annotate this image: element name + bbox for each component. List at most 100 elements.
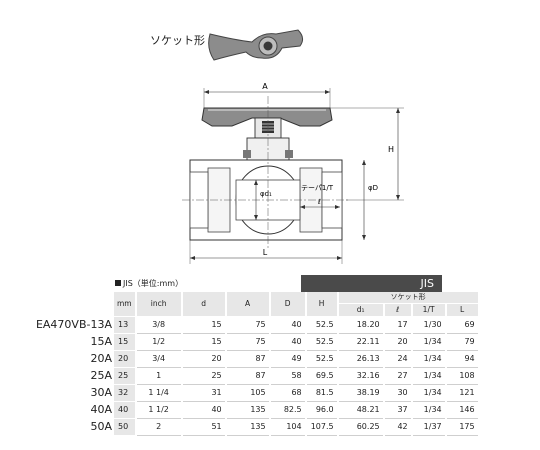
cell-h: 107.5 xyxy=(304,418,338,436)
table-header-row-2: d₁ ℓ 1/T L xyxy=(0,303,478,317)
cell-a: 135 xyxy=(224,418,270,436)
col-inch: inch xyxy=(134,292,182,317)
dimension-l: L xyxy=(189,240,343,264)
spec-table-area: JIS（単位:mm） JIS mm inch d A D H ソケット形 d₁ … xyxy=(0,272,540,450)
cell-d: 51 xyxy=(180,418,226,436)
cell-inch: 2 xyxy=(134,418,182,436)
cell-ell: 17 xyxy=(382,316,412,334)
cell-d: 31 xyxy=(180,384,226,402)
cell-t: 1/34 xyxy=(410,350,446,368)
cell-model: EA470VB-13A xyxy=(35,318,112,331)
cell-t: 1/34 xyxy=(410,333,446,351)
cell-t: 1/34 xyxy=(410,401,446,419)
cell-l: 108 xyxy=(444,367,478,385)
cell-d: 15 xyxy=(180,316,226,334)
cell-d: 20 xyxy=(180,350,226,368)
cell-a: 87 xyxy=(224,350,270,368)
cell-model: 20A xyxy=(90,352,112,365)
cell-h: 52.5 xyxy=(304,350,338,368)
cell-d1: 48.21 xyxy=(336,401,384,419)
label-d1: φd₁ xyxy=(260,190,272,198)
cell-h: 81.5 xyxy=(304,384,338,402)
col-h: H xyxy=(304,292,338,317)
cell-a: 75 xyxy=(224,333,270,351)
col-taper: 1/T xyxy=(410,303,446,317)
cell-t: 1/34 xyxy=(410,367,446,385)
cell-a: 87 xyxy=(224,367,270,385)
cell-d: 40 xyxy=(268,316,306,334)
cell-d1: 26.13 xyxy=(336,350,384,368)
col-ell: ℓ xyxy=(382,303,412,317)
cell-h: 52.5 xyxy=(304,316,338,334)
cell-model: 40A xyxy=(90,403,112,416)
cell-mm: 13 xyxy=(114,316,136,334)
cell-d: 40 xyxy=(180,401,226,419)
cell-d: 15 xyxy=(180,333,226,351)
dimension-a: A xyxy=(203,82,331,108)
valve-drawing: A φd₁ テーパ1/T ℓ φD xyxy=(182,29,404,264)
cell-mm: 32 xyxy=(114,384,136,402)
col-group-socket: ソケット形 xyxy=(336,292,478,304)
cell-model: 25A xyxy=(90,369,112,382)
label-ell: ℓ xyxy=(317,198,321,206)
cell-model: 50A xyxy=(90,420,112,433)
cell-d1: 32.16 xyxy=(336,367,384,385)
cell-mm: 15 xyxy=(114,333,136,351)
cell-ell: 24 xyxy=(382,350,412,368)
caption-jis: JIS xyxy=(123,279,133,288)
table-header-row-1: mm inch d A D H ソケット形 xyxy=(0,292,478,317)
cell-d: 104 xyxy=(268,418,306,436)
cell-l: 94 xyxy=(444,350,478,368)
col-mm: mm xyxy=(114,292,136,317)
col-a: A xyxy=(224,292,270,317)
unit-caption: JIS（単位:mm） xyxy=(115,278,183,289)
cell-t: 1/37 xyxy=(410,418,446,436)
cell-inch: 1 1/4 xyxy=(134,384,182,402)
cell-inch: 3/8 xyxy=(134,316,182,334)
cell-ell: 20 xyxy=(382,333,412,351)
cell-l: 121 xyxy=(444,384,478,402)
cell-d: 40 xyxy=(268,333,306,351)
cell-mm: 25 xyxy=(114,367,136,385)
cell-t: 1/34 xyxy=(410,384,446,402)
jis-header: JIS xyxy=(301,275,442,292)
cell-a: 135 xyxy=(224,401,270,419)
cell-ell: 42 xyxy=(382,418,412,436)
cell-inch: 1 xyxy=(134,367,182,385)
cell-h: 52.5 xyxy=(304,333,338,351)
label-phi-d: φD xyxy=(368,184,378,192)
socket-type-title: ソケット形 xyxy=(150,34,205,47)
cell-d1: 60.25 xyxy=(336,418,384,436)
cell-d1: 22.11 xyxy=(336,333,384,351)
label-a: A xyxy=(262,82,268,91)
label-h: H xyxy=(388,145,394,154)
cell-d: 68 xyxy=(268,384,306,402)
square-bullet-icon xyxy=(115,280,121,286)
caption-unit: （単位:mm） xyxy=(132,279,184,288)
col-d1: d₁ xyxy=(336,303,384,317)
cell-ell: 37 xyxy=(382,401,412,419)
label-l: L xyxy=(263,248,268,257)
cell-d: 58 xyxy=(268,367,306,385)
label-taper: テーパ1/T xyxy=(301,184,334,192)
valve-body: φd₁ テーパ1/T ℓ φD xyxy=(182,96,378,248)
cell-a: 105 xyxy=(224,384,270,402)
cell-a: 75 xyxy=(224,316,270,334)
dimension-h: H xyxy=(330,107,404,201)
cell-mm: 20 xyxy=(114,350,136,368)
cell-d: 25 xyxy=(180,367,226,385)
cell-inch: 1/2 xyxy=(134,333,182,351)
col-d: d xyxy=(180,292,226,317)
cell-l: 79 xyxy=(444,333,478,351)
cell-inch: 3/4 xyxy=(134,350,182,368)
cell-d: 49 xyxy=(268,350,306,368)
spec-table: mm inch d A D H ソケット形 d₁ ℓ 1/T L EA470VB… xyxy=(0,292,478,436)
cell-t: 1/30 xyxy=(410,316,446,334)
